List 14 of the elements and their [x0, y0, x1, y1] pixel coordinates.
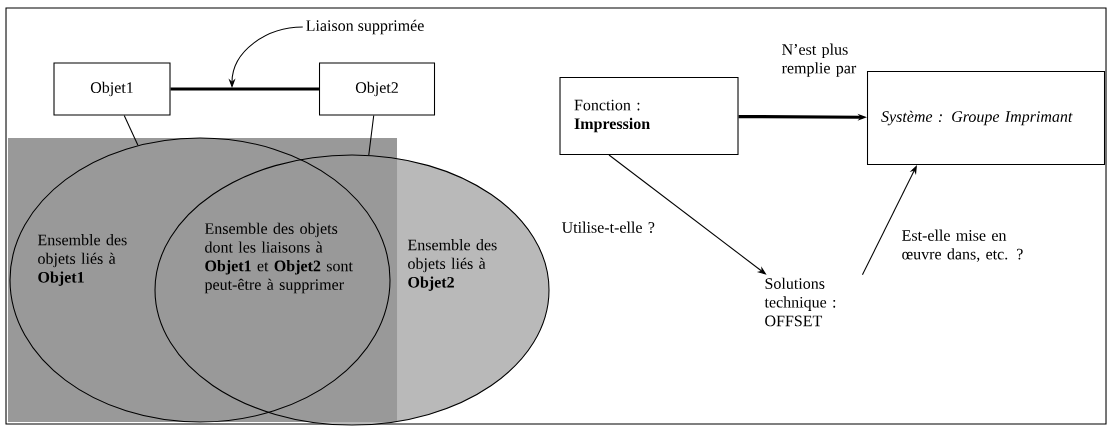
arrow: [861, 165, 917, 276]
text-box: Système : Groupe Imprimant: [866, 70, 1106, 166]
region-label: Ensemble des objets dont les liaisons à Objet1 et Objet2 sont peut-être à supprimer: [204, 222, 353, 294]
connector-line: [170, 87, 319, 91]
connector-line: [368, 115, 375, 156]
edge-label: Utilise-t-elle ?: [561, 221, 655, 233]
text-box: Objet2: [318, 62, 436, 116]
text-label: Liaison supprimée: [306, 19, 424, 35]
connector-line: [123, 115, 139, 146]
text-box: Fonction : Impression: [559, 76, 739, 156]
text-label: Solutions technique : OFFSET: [764, 277, 836, 327]
edge-label: Est-elle mise en œuvre dans, etc. ?: [902, 229, 1023, 262]
edge-label: N’est plus remplie par: [781, 43, 857, 77]
text-box: Objet1: [53, 62, 171, 116]
